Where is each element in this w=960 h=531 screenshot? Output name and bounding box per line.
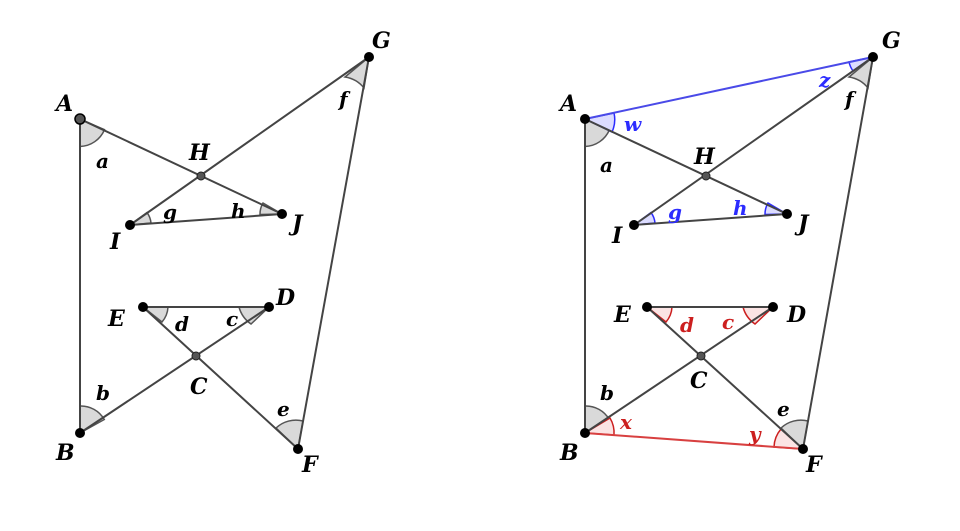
label-H: H	[188, 140, 211, 166]
point-E[interactable]	[138, 302, 148, 312]
left-segments	[79, 56, 370, 450]
segment-BF-red	[584, 432, 804, 450]
right-figure: A B C D E F G H I J a b e f w z g h d c	[558, 28, 901, 478]
label-A: A	[54, 91, 73, 117]
segment-AJ	[584, 118, 788, 215]
segment-EF	[142, 306, 299, 450]
point-E[interactable]	[642, 302, 652, 312]
angle-label-g: g	[668, 200, 682, 224]
angle-label-f: f	[337, 87, 351, 111]
angle-label-d: d	[680, 313, 694, 337]
angle-label-e: e	[277, 397, 290, 421]
angle-label-f: f	[843, 87, 857, 111]
label-A: A	[558, 91, 577, 117]
left-points	[74, 52, 374, 454]
angle-label-b: b	[600, 381, 614, 405]
right-angle-labels: a b e f	[600, 87, 857, 421]
angle-label-e: e	[777, 397, 790, 421]
angle-label-a: a	[96, 149, 109, 173]
point-H[interactable]	[196, 171, 206, 181]
left-figure: A B C D E F G H I J a b c d e f g h	[54, 28, 391, 478]
right-blue-angle-labels: w z g h	[624, 68, 831, 224]
label-J: J	[288, 211, 304, 237]
label-D: D	[275, 285, 295, 311]
angle-label-a: a	[600, 153, 613, 177]
label-C: C	[190, 374, 208, 400]
point-A[interactable]	[580, 114, 590, 124]
angle-label-b: b	[96, 381, 110, 405]
angle-label-w: w	[624, 112, 642, 136]
point-C[interactable]	[191, 351, 201, 361]
label-C: C	[690, 368, 708, 394]
label-I: I	[611, 223, 623, 249]
point-J[interactable]	[277, 209, 287, 219]
angle-label-h: h	[231, 199, 246, 223]
point-D[interactable]	[264, 302, 274, 312]
left-point-labels: A B C D E F G H I J	[54, 28, 391, 478]
right-points	[580, 52, 878, 454]
right-segments	[584, 56, 874, 450]
angle-label-x: x	[619, 410, 633, 434]
angle-label-y: y	[748, 422, 762, 446]
label-H: H	[693, 144, 716, 170]
segment-EF	[646, 306, 804, 450]
label-B: B	[559, 440, 579, 466]
segment-GF	[297, 56, 370, 450]
angle-label-d: d	[175, 312, 189, 336]
label-F: F	[805, 452, 823, 478]
label-G: G	[882, 28, 901, 54]
left-angle-marks	[79, 55, 371, 451]
label-J: J	[794, 211, 810, 237]
angle-label-h: h	[733, 196, 748, 220]
angle-label-c: c	[226, 307, 238, 331]
label-G: G	[372, 28, 391, 54]
label-E: E	[613, 302, 632, 328]
point-F[interactable]	[293, 444, 303, 454]
segment-AG-blue	[584, 56, 874, 120]
point-C[interactable]	[696, 351, 706, 361]
angle-label-g: g	[163, 200, 177, 224]
segment-IG	[129, 56, 370, 226]
segment-BD	[79, 306, 270, 434]
point-A[interactable]	[74, 113, 86, 125]
point-I[interactable]	[629, 220, 639, 230]
segment-BD	[584, 306, 774, 434]
right-red-angle-labels: d c x y	[619, 310, 762, 446]
segment-IJ	[129, 213, 283, 226]
right-point-labels: A B C D E F G H I J	[558, 28, 901, 478]
point-J[interactable]	[782, 209, 792, 219]
point-G[interactable]	[364, 52, 374, 62]
angle-label-c: c	[722, 310, 734, 334]
segment-GF	[802, 56, 874, 450]
point-G[interactable]	[868, 52, 878, 62]
segment-IG	[633, 56, 874, 226]
point-D[interactable]	[768, 302, 778, 312]
left-angle-labels: a b c d e f g h	[96, 87, 351, 421]
segment-IJ	[633, 213, 788, 226]
label-D: D	[786, 302, 806, 328]
label-F: F	[301, 452, 319, 478]
label-E: E	[107, 306, 126, 332]
point-B[interactable]	[75, 428, 85, 438]
label-I: I	[109, 229, 121, 255]
point-H[interactable]	[701, 171, 711, 181]
point-B[interactable]	[580, 428, 590, 438]
point-I[interactable]	[125, 220, 135, 230]
label-B: B	[55, 440, 75, 466]
point-F[interactable]	[798, 444, 808, 454]
angle-label-z: z	[818, 68, 831, 92]
segment-AJ	[79, 118, 283, 215]
